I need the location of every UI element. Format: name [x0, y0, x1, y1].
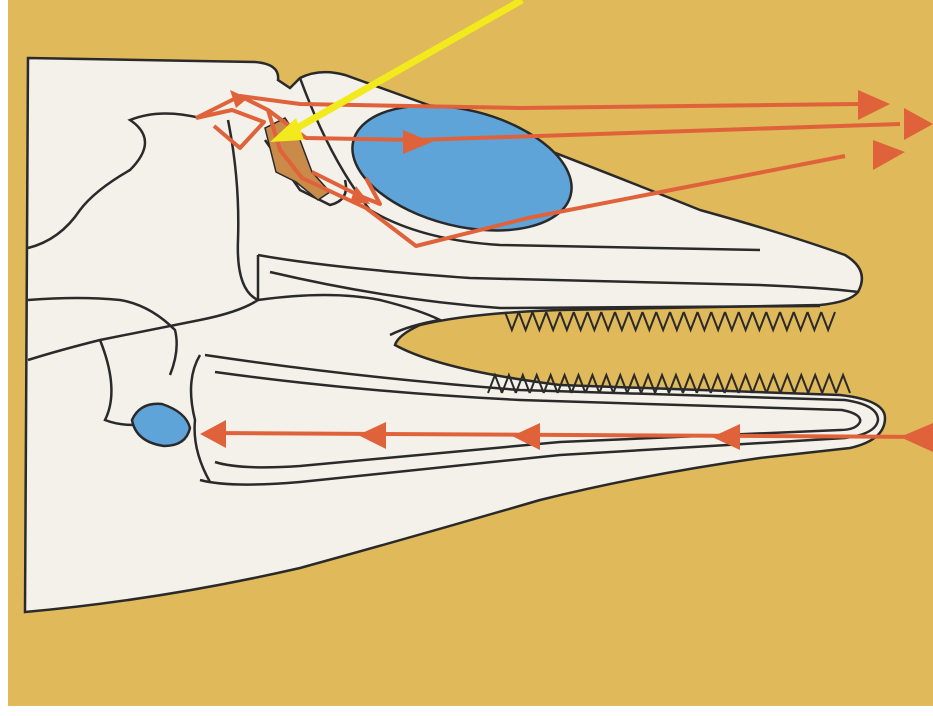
page-border-bottom: [0, 706, 933, 716]
page-border-left: [0, 0, 8, 716]
